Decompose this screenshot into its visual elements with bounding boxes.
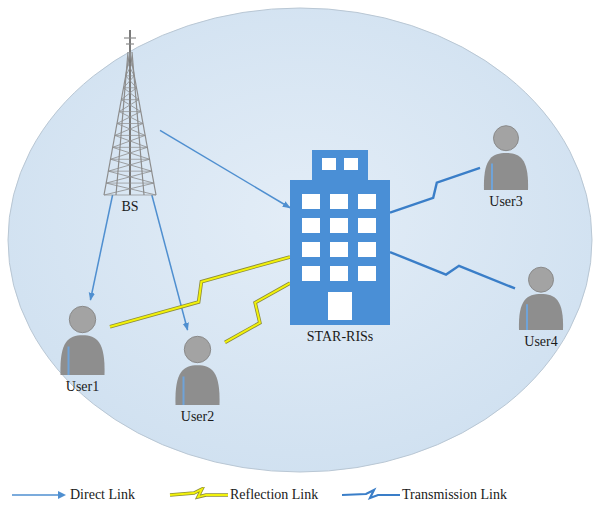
legend-sample [8,487,70,503]
link-connector [110,257,290,327]
link-connector [225,283,290,342]
user-icon [55,300,110,375]
user-icon [515,262,567,330]
user-icon [170,330,225,405]
node-label: BS [121,199,138,214]
link-connector [90,195,112,300]
user-node: User2 [170,330,225,405]
legend-text: Transmission Link [402,487,507,503]
legend-entry: Transmission Link [340,484,507,506]
tower-icon [100,30,160,195]
legend-sample [168,487,230,503]
legend-sample [340,487,402,503]
node-label: User3 [489,194,522,209]
star-ris-building: STAR-RISs [290,150,390,325]
legend-entry: Reflection Link [168,484,318,506]
link-connector [390,252,515,288]
node-label: User4 [524,334,557,349]
link-connector [390,168,480,213]
node-label: STAR-RISs [307,329,374,344]
link-connector [160,130,290,207]
legend: Direct Link Reflection Link Transmission L… [0,484,597,508]
building-icon [290,150,390,325]
node-label: User1 [66,379,99,394]
node-label: User2 [181,409,214,424]
legend-text: Reflection Link [230,487,318,503]
legend-text: Direct Link [70,487,135,503]
cell-ellipse [8,8,592,472]
legend-entry: Direct Link [8,484,135,506]
user-node: User4 [515,262,567,330]
user-icon [480,120,532,190]
user-node: User3 [480,120,532,190]
base-station: BS [100,30,160,195]
user-node: User1 [55,300,110,375]
